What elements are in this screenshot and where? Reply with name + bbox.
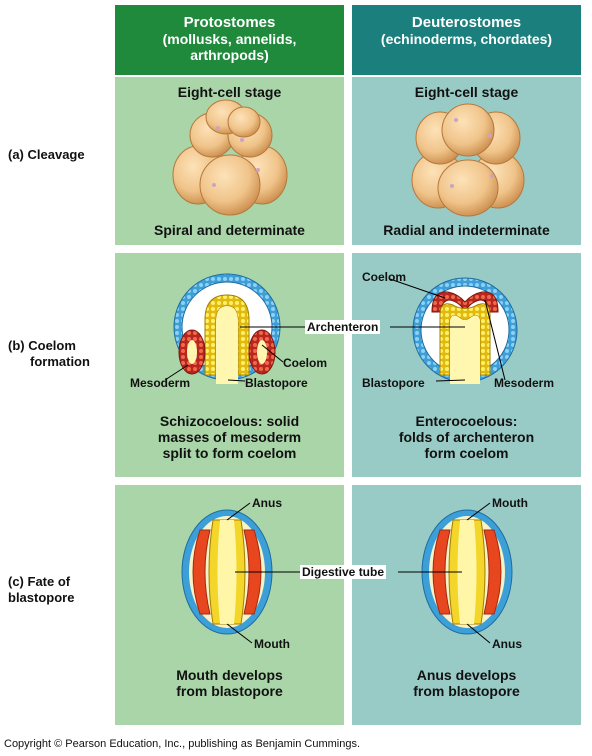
label-mesoderm-right: Mesoderm (494, 376, 555, 390)
coelom-right-caption-3: form coelom (424, 445, 509, 461)
blastopore-left-caption: Mouth develops from blastopore (115, 667, 344, 699)
schizocoelous-diagram (173, 273, 281, 384)
label-archenteron: Archenteron (305, 320, 381, 334)
cleavage-left-bottom: Spiral and determinate (154, 222, 305, 238)
radial-embryo (411, 103, 525, 217)
copyright-notice: Copyright © Pearson Education, Inc., pub… (4, 738, 361, 750)
deuterostome-body (421, 509, 513, 635)
protostomes-title: Protostomes (183, 14, 276, 31)
leader-mesoderm-left (164, 364, 189, 381)
cleavage-left-top: Eight-cell stage (177, 84, 282, 100)
label-mouth-right: Mouth (492, 496, 528, 510)
row-label-cleavage: (a) Cleavage (8, 147, 85, 163)
blastopore-right-caption: Anus develops from blastopore (352, 667, 581, 699)
coelom-right-caption-1: Enterocoelous: (415, 413, 518, 429)
spiral-embryo (172, 99, 288, 216)
deuterostomes-subtitle-1: (echinoderms, chordates) (380, 31, 553, 47)
blastopore-left-caption-2: from blastopore (176, 683, 283, 699)
label-digestive-tube: Digestive tube (300, 565, 387, 579)
row-letter-b: (b) (8, 338, 25, 353)
coelom-right-caption-2: folds of archenteron (398, 429, 535, 445)
leader-blastopore-right (435, 379, 466, 382)
blastopore-left-caption-1: Mouth develops (176, 667, 283, 683)
coelom-left-caption-3: split to form coelom (162, 445, 297, 461)
blastopore-right-caption-2: from blastopore (413, 683, 520, 699)
label-coelom-right: Coelom (362, 270, 407, 284)
row-letter-a: (a) (8, 147, 24, 162)
leader-mouth-left (226, 623, 253, 644)
coelom-left-caption-1: Schizocoelous: solid (159, 413, 300, 429)
leader-mesoderm-right (484, 299, 506, 381)
deuterostomes-title: Deuterostomes (411, 14, 522, 31)
leader-coelom-left (261, 344, 284, 363)
protostomes-header: Protostomes (mollusks, annelids, arthrop… (115, 5, 344, 75)
leader-blastopore-left (227, 379, 246, 382)
label-anus-left: Anus (252, 496, 282, 510)
label-blastopore-left: Blastopore (245, 376, 308, 390)
blastopore-right-caption-1: Anus develops (416, 667, 517, 683)
coelom-left-caption-2: masses of mesoderm (157, 429, 302, 445)
label-blastopore-right: Blastopore (362, 376, 425, 390)
row-title-blastopore-1: Fate of (27, 574, 71, 589)
protostomes-subtitle-1: (mollusks, annelids, (162, 31, 297, 47)
leader-anus-left (226, 502, 251, 521)
row-label-coelom: (b) Coelom formation (8, 338, 90, 370)
protostome-body (181, 509, 273, 635)
leader-mouth-right (466, 502, 491, 521)
cleavage-right-bottom: Radial and indeterminate (383, 222, 550, 238)
row-letter-c: (c) (8, 574, 24, 589)
row-title-coelom-1: Coelom (28, 338, 76, 353)
label-mouth-left: Mouth (254, 637, 290, 651)
cleavage-right-top: Eight-cell stage (414, 84, 519, 100)
label-mesoderm-left: Mesoderm (130, 376, 191, 390)
row-title-coelom-2: formation (30, 354, 90, 369)
leader-coelom-right (389, 278, 446, 299)
coelom-left-caption: Schizocoelous: solid masses of mesoderm … (115, 413, 344, 461)
protostomes-subtitle-2: arthropods) (190, 47, 269, 63)
label-anus-right: Anus (492, 637, 522, 651)
row-label-blastopore: (c) Fate of blastopore (8, 574, 74, 606)
label-coelom-left: Coelom (283, 356, 328, 370)
deuterostomes-header: Deuterostomes (echinoderms, chordates) (352, 5, 581, 75)
row-title-cleavage: Cleavage (27, 147, 85, 162)
row-title-blastopore-2: blastopore (8, 590, 75, 605)
leader-anus-right (466, 623, 491, 644)
coelom-right-caption: Enterocoelous: folds of archenteron form… (352, 413, 581, 461)
